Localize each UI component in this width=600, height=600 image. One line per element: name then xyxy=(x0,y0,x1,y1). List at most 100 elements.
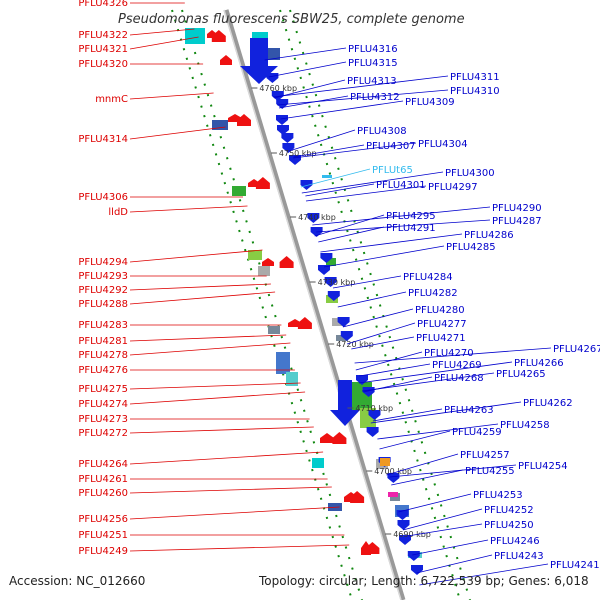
right-gene-label[interactable]: PFLU4255 xyxy=(465,466,515,477)
reverse-gene-arrow[interactable] xyxy=(220,55,232,65)
gene-block[interactable] xyxy=(185,28,205,44)
left-gene-label[interactable]: PFLU4251 xyxy=(78,530,128,541)
right-gene-label[interactable]: PFLU4246 xyxy=(490,536,540,547)
right-gene-label[interactable]: PFLU4253 xyxy=(473,490,523,501)
right-gene-label[interactable]: PFLU4271 xyxy=(416,333,466,344)
right-gene-label[interactable]: PFLU4287 xyxy=(492,216,542,227)
left-gene-label[interactable]: PFLU4276 xyxy=(78,365,128,376)
right-gene-label[interactable]: PFLU4311 xyxy=(450,72,500,83)
right-gene-label[interactable]: PFLU4257 xyxy=(460,450,510,461)
forward-gene-arrow[interactable] xyxy=(337,317,350,327)
forward-gene-arrow[interactable] xyxy=(276,99,289,109)
right-gene-label[interactable]: PFLU4263 xyxy=(444,405,494,416)
right-gene-label[interactable]: PFLU4307 xyxy=(366,141,416,152)
left-gene-label[interactable]: PFLU4322 xyxy=(78,30,128,41)
forward-gene-arrow[interactable] xyxy=(271,91,284,101)
right-gene-label[interactable]: PFLU4282 xyxy=(408,288,458,299)
forward-gene-arrow[interactable] xyxy=(281,133,294,143)
right-gene-label[interactable]: PFLU4280 xyxy=(415,305,465,316)
reverse-gene-arrow[interactable] xyxy=(320,433,334,443)
right-gene-label[interactable]: PFLU4262 xyxy=(523,398,573,409)
right-gene-label[interactable]: PFLU4265 xyxy=(496,369,546,380)
right-gene-label[interactable]: PFLU4269 xyxy=(432,360,482,371)
forward-gene-arrow[interactable] xyxy=(366,427,379,437)
right-gene-label[interactable]: PFLUt65 xyxy=(372,165,413,176)
left-gene-label[interactable]: PFLU4264 xyxy=(78,459,128,470)
right-gene-label[interactable]: PFLU4312 xyxy=(350,92,400,103)
gene-block[interactable] xyxy=(232,186,246,196)
gene-block[interactable] xyxy=(258,266,270,276)
right-gene-label[interactable]: PFLU4316 xyxy=(348,44,398,55)
left-gene-label[interactable]: PFLU4326 xyxy=(78,0,128,9)
forward-gene-arrow[interactable] xyxy=(327,291,340,301)
right-gene-label[interactable]: PFLU4315 xyxy=(348,58,398,69)
gene-block[interactable] xyxy=(248,250,262,260)
gene-block[interactable] xyxy=(326,258,336,266)
right-gene-label[interactable]: PFLU4309 xyxy=(405,97,455,108)
left-gene-label[interactable]: PFLU4293 xyxy=(78,271,128,282)
left-gene-label[interactable]: lldD xyxy=(108,207,128,218)
forward-gene-arrow[interactable] xyxy=(407,551,420,561)
reverse-gene-arrow[interactable] xyxy=(207,30,217,38)
right-gene-label[interactable]: PFLU4297 xyxy=(428,182,478,193)
right-gene-label[interactable]: PFLU4267 xyxy=(553,344,600,355)
gene-block[interactable] xyxy=(312,458,324,468)
gene-block[interactable] xyxy=(276,352,290,374)
left-gene-label[interactable]: PFLU4278 xyxy=(78,350,128,361)
right-gene-label[interactable]: PFLU4270 xyxy=(424,348,474,359)
left-gene-label[interactable]: PFLU4314 xyxy=(78,134,128,145)
gene-block[interactable] xyxy=(336,335,348,341)
forward-gene-arrow[interactable] xyxy=(318,265,330,275)
gene-block[interactable] xyxy=(380,458,390,466)
forward-gene-arrow[interactable] xyxy=(276,115,288,125)
forward-gene-arrow[interactable] xyxy=(324,277,337,287)
reverse-gene-arrow[interactable] xyxy=(248,179,260,187)
forward-gene-arrow[interactable] xyxy=(368,410,381,420)
gene-block[interactable] xyxy=(268,326,280,334)
left-gene-label[interactable]: PFLU4288 xyxy=(78,299,128,310)
left-gene-label[interactable]: PFLU4273 xyxy=(78,414,128,425)
right-gene-label[interactable]: PFLU4308 xyxy=(357,126,407,137)
gene-block[interactable] xyxy=(286,372,298,386)
right-gene-label[interactable]: PFLU4286 xyxy=(464,230,514,241)
right-gene-label[interactable]: PFLU4285 xyxy=(446,242,496,253)
forward-gene-arrow[interactable] xyxy=(399,535,411,545)
forward-gene-arrow[interactable] xyxy=(340,331,353,341)
forward-gene-arrow[interactable] xyxy=(307,213,320,223)
right-gene-label[interactable]: PFLU4268 xyxy=(434,373,484,384)
left-gene-label[interactable]: PFLU4260 xyxy=(78,488,128,499)
right-gene-label[interactable]: PFLU4290 xyxy=(492,203,542,214)
forward-gene-arrow[interactable] xyxy=(240,38,278,84)
forward-gene-arrow[interactable] xyxy=(320,253,333,263)
left-gene-label[interactable]: PFLU4281 xyxy=(78,336,128,347)
left-gene-label[interactable]: PFLU4249 xyxy=(78,546,128,557)
gene-block[interactable] xyxy=(388,492,398,497)
rna-gene-marker[interactable] xyxy=(322,175,332,178)
right-gene-label[interactable]: PFLU4266 xyxy=(514,358,564,369)
right-gene-label[interactable]: PFLU4277 xyxy=(417,319,467,330)
right-gene-label[interactable]: PFLU4250 xyxy=(484,520,534,531)
gene-block[interactable] xyxy=(212,120,228,130)
reverse-gene-arrow[interactable] xyxy=(228,114,242,122)
right-gene-label[interactable]: PFLU4259 xyxy=(452,427,502,438)
right-gene-label[interactable]: PFLU4254 xyxy=(518,461,568,472)
right-gene-label[interactable]: PFLU4243 xyxy=(494,551,544,562)
reverse-gene-arrow[interactable] xyxy=(262,258,274,266)
reverse-gene-arrow[interactable] xyxy=(344,492,358,502)
left-gene-label[interactable]: PFLU4274 xyxy=(78,399,128,410)
left-gene-label[interactable]: PFLU4283 xyxy=(78,320,128,331)
forward-gene-arrow[interactable] xyxy=(300,180,313,190)
right-gene-label[interactable]: PFLU4300 xyxy=(445,168,495,179)
reverse-gene-arrow[interactable] xyxy=(361,541,371,555)
left-gene-label[interactable]: PFLU4261 xyxy=(78,474,128,485)
gene-block[interactable] xyxy=(268,48,280,60)
right-gene-label[interactable]: PFLU4291 xyxy=(386,223,436,234)
left-gene-label[interactable]: PFLU4321 xyxy=(78,44,128,55)
left-gene-label[interactable]: mnmC xyxy=(95,94,128,105)
right-gene-label[interactable]: PFLU4304 xyxy=(418,139,468,150)
right-gene-label[interactable]: PFLU4301 xyxy=(376,180,426,191)
forward-gene-arrow[interactable] xyxy=(330,380,360,426)
left-gene-label[interactable]: PFLU4292 xyxy=(78,285,128,296)
forward-gene-arrow[interactable] xyxy=(277,125,289,135)
left-gene-label[interactable]: PFLU4275 xyxy=(78,384,128,395)
